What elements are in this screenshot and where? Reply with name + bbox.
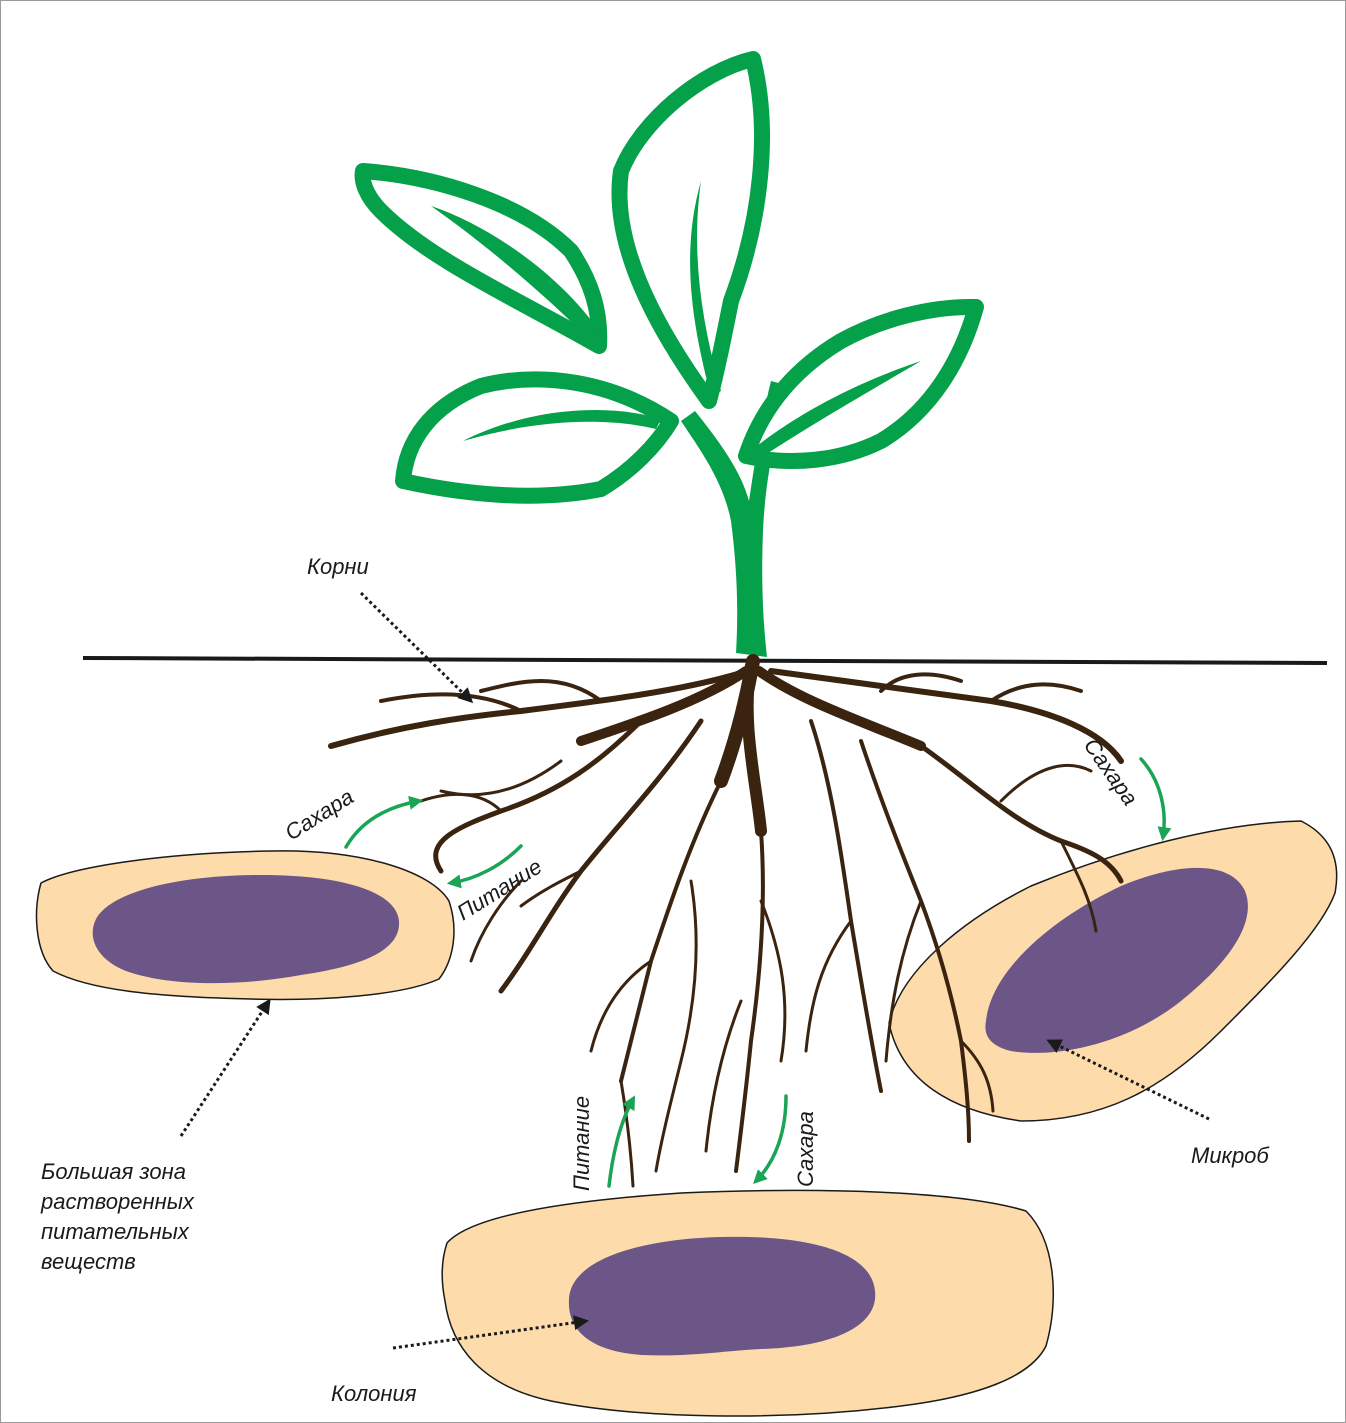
label-zone-line2: растворенных [40, 1189, 195, 1214]
label-zone-line3: питательных [41, 1219, 190, 1244]
label-nutrition-bottom: Питание [569, 1096, 594, 1191]
nutrient-zone-bottom [442, 1190, 1053, 1416]
microbe-colony [569, 1237, 875, 1356]
label-sugars-bottom: Сахара [793, 1111, 818, 1187]
leaf-top [619, 59, 761, 401]
label-zone-line4: веществ [41, 1249, 136, 1274]
label-microbe: Микроб [1191, 1143, 1270, 1168]
arrow-sugars-bottom [756, 1096, 786, 1181]
label-roots: Корни [307, 554, 369, 579]
soil-surface-line [83, 658, 1327, 663]
label-colony: Колония [331, 1381, 417, 1406]
arrow-sugars-right [1141, 759, 1164, 837]
pointer-zone [181, 1001, 269, 1136]
arrow-sugars-left [346, 801, 419, 847]
plant [363, 59, 976, 657]
pointer-roots [361, 593, 471, 701]
leaf-left-lower [403, 379, 671, 495]
label-sugars-left: Сахара [280, 784, 358, 845]
nutrient-zone-left [37, 851, 454, 1000]
label-zone-line1: Большая зона [41, 1159, 186, 1184]
leaf-left-upper [363, 171, 600, 346]
